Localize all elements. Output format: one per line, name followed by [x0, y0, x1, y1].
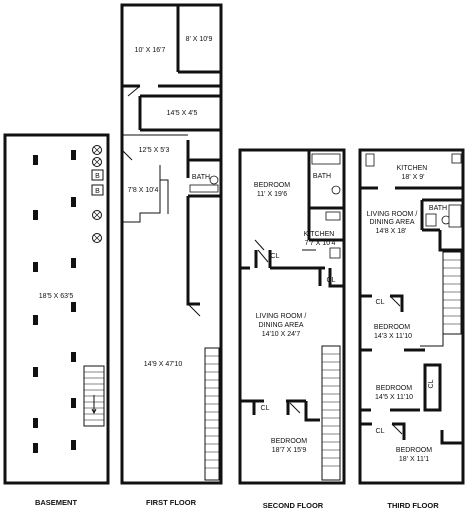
second-living-name-2: DINING AREA [258, 322, 303, 329]
second-living-size: 14'10 X 24'7 [262, 331, 301, 338]
third-living-size: 14'8 X 18' [376, 228, 407, 235]
first-floor-stair [204, 347, 220, 481]
first-floor-outline [120, 3, 223, 485]
first-room-5-size: 7'8 X 10'4 [128, 187, 159, 194]
third-closet-2: CL [428, 379, 435, 388]
first-room-2-size: 8' X 10'9 [186, 36, 213, 43]
second-bedroom-2-size: 18'7 X 15'9 [272, 447, 307, 454]
first-bath-fixtures [189, 175, 219, 193]
second-kitchen-name: KITCHEN [304, 231, 335, 238]
basement-plan: B B 18'5 X 63'5 BASEMENT [3, 133, 110, 507]
boiler-label-b: B [95, 188, 100, 195]
first-floor-caption: FIRST FLOOR [146, 498, 197, 507]
second-bedroom-1-size: 11' X 19'6 [257, 191, 287, 198]
third-floor-stair [442, 251, 462, 335]
third-floor-caption: THIRD FLOOR [387, 501, 439, 510]
third-floor-outline [358, 148, 465, 485]
second-bedroom-2-name: BEDROOM [271, 438, 307, 445]
basement-caption: BASEMENT [35, 498, 78, 507]
first-room-1-size: 10' X 16'7 [135, 47, 166, 54]
second-bedroom-1-name: BEDROOM [254, 182, 290, 189]
second-bath-fixtures [311, 153, 341, 259]
third-bedroom-1-size: 14'3 X 11'10 [374, 333, 412, 340]
third-kitchen-fixtures [365, 153, 462, 228]
third-bedroom-1-name: BEDROOM [374, 324, 410, 331]
second-closet-1: CL [271, 253, 280, 260]
meter-icons [92, 145, 102, 243]
second-floor-plan: BEDROOM 11' X 19'6 BATH KITCHEN 7'7 X 10… [238, 148, 346, 510]
basement-window-markers [33, 150, 76, 453]
second-closet-3: CL [261, 405, 270, 412]
third-floor-plan: KITCHEN 18' X 9' LIVING ROOM / DINING AR… [358, 148, 465, 510]
third-bedroom-2-name: BEDROOM [376, 385, 412, 392]
third-living-name: LIVING ROOM / [367, 211, 418, 218]
boiler-icon [91, 184, 104, 196]
third-closet-3: CL [376, 428, 385, 435]
third-bedroom-3-name: BEDROOM [396, 447, 432, 454]
third-bath-label: BATH [429, 205, 447, 212]
first-floor-plan: 10' X 16'7 8' X 10'9 14'5 X 4'5 12'5 X 5… [120, 3, 223, 507]
second-living-name: LIVING ROOM / [256, 313, 307, 320]
first-room-4-size: 12'5 X 5'3 [139, 147, 170, 154]
basement-outline [3, 133, 110, 485]
second-floor-stair [321, 345, 341, 481]
third-living-name-2: DINING AREA [369, 219, 414, 226]
third-kitchen-name: KITCHEN [397, 165, 428, 172]
second-floor-caption: SECOND FLOOR [263, 501, 324, 510]
second-floor-outline [238, 148, 346, 485]
basement-room-size: 18'5 X 63'5 [39, 293, 74, 300]
third-bedroom-3-size: 18' X 11'1 [399, 456, 429, 463]
boiler-icon [91, 169, 104, 181]
first-room-3-size: 14'5 X 4'5 [167, 110, 198, 117]
first-bath-label: BATH [192, 174, 210, 181]
third-bedroom-2-size: 14'5 X 11'10 [375, 394, 413, 401]
second-kitchen-size: 7'7 X 10'4 [305, 240, 336, 247]
first-main-size: 14'9 X 47'10 [144, 361, 183, 368]
boiler-label-a: B [95, 173, 100, 180]
second-bath-label: BATH [313, 173, 331, 180]
second-closet-2: CL [327, 277, 336, 284]
third-kitchen-size: 18' X 9' [402, 174, 425, 181]
third-closet-1: CL [376, 299, 385, 306]
